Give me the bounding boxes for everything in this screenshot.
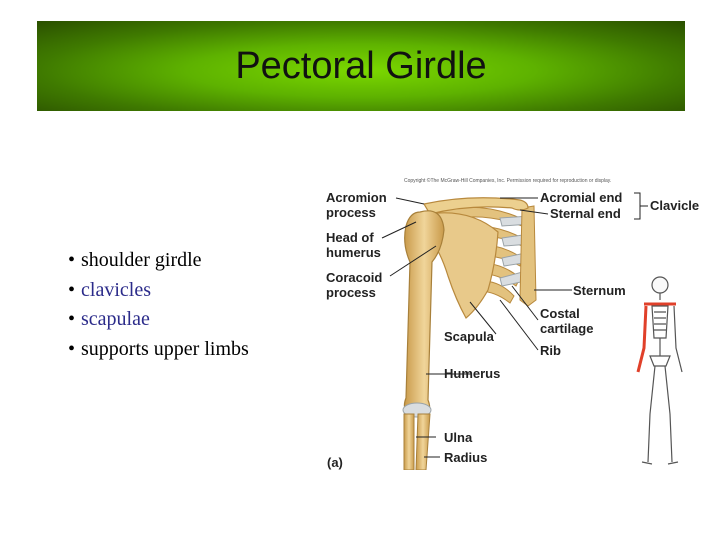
bullet-list: •shoulder girdle •clavicles •scapulae •s…	[68, 246, 249, 364]
humerus	[403, 210, 445, 415]
bullet-dot: •	[68, 249, 76, 271]
scapula	[427, 212, 499, 319]
sternum	[519, 205, 537, 307]
bullet-text: supports upper limbs	[81, 337, 249, 360]
radius-label: Radius	[444, 450, 488, 465]
bullet-dot: •	[68, 308, 76, 330]
bullet-item: •scapulae	[68, 305, 249, 335]
ulna	[403, 413, 415, 470]
radius	[415, 413, 431, 470]
head-of-humerus-label: Head of humerus	[326, 230, 381, 260]
skeleton-icon	[636, 276, 683, 465]
humerus-label: Humerus	[444, 366, 501, 381]
slide-title: Pectoral Girdle	[235, 44, 487, 87]
acromion-process-label: Acromion process	[326, 190, 387, 220]
pectoral-girdle-illustration	[381, 192, 683, 470]
ulna-label: Ulna	[444, 430, 473, 445]
clavicle	[423, 197, 529, 215]
bullet-item: •clavicles	[68, 276, 249, 306]
bullet-item: •supports upper limbs	[68, 335, 249, 365]
bullet-text: scapulae	[81, 308, 150, 330]
sternum-label: Sternum	[573, 283, 626, 298]
copyright-notice: Copyright ©The McGraw-Hill Companies, In…	[404, 178, 612, 184]
leader-lines	[381, 192, 648, 458]
title-banner: Pectoral Girdle	[37, 21, 685, 111]
bullet-dot: •	[68, 278, 76, 301]
panel-label: (a)	[327, 455, 343, 470]
bullet-text: shoulder girdle	[81, 249, 202, 271]
sternal-end-label: Sternal end	[550, 206, 621, 221]
rib-label: Rib	[540, 343, 561, 358]
coracoid-process-label: Coracoid process	[326, 270, 383, 300]
clavicle-label: Clavicle	[650, 198, 700, 213]
scapula-label: Scapula	[444, 329, 494, 344]
bullet-dot: •	[68, 337, 76, 360]
bullet-item: •shoulder girdle	[68, 246, 249, 276]
acromial-end-label: Acromial end	[540, 190, 623, 205]
bullet-text: clavicles	[81, 278, 151, 301]
costal-cartilage-label: Costal cartilage	[540, 306, 594, 336]
